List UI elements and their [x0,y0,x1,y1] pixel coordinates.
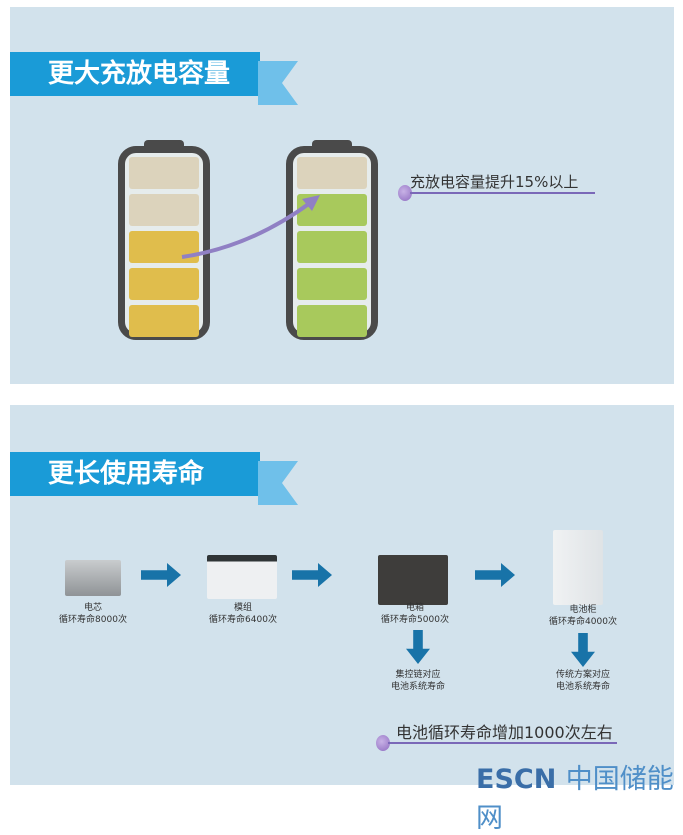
section-banner: 更大充放电容量 [10,52,260,96]
note-underline [410,192,595,194]
battery-box-image [378,555,448,605]
battery-cabinet-image [553,530,603,605]
outcome-centralized: 集控链对应电池系统寿命 [390,670,445,692]
arrow-down-icon [571,633,595,667]
increase-arrow-icon [181,195,320,259]
arrow-right-icon [141,563,181,587]
item-module: 模组循环寿命6400次 [209,603,277,625]
item-cabinet: 电池柜循环寿命4000次 [549,605,617,627]
outcome-traditional: 传统方案对应电池系统寿命 [555,670,610,692]
bullet-dot-icon [398,185,412,201]
capacity-note: 充放电容量提升15%以上 [410,173,579,191]
arrow-right-icon [475,563,515,587]
section-banner: 更长使用寿命 [10,452,260,496]
escn-logo: ESCN 中国储能网 [476,764,674,834]
battery-after [286,140,378,340]
item-cell: 电芯循环寿命8000次 [59,603,127,625]
note-underline [388,742,617,744]
cell-image [65,560,121,596]
module-image [207,555,277,599]
item-box: 电箱循环寿命5000次 [381,603,449,625]
capacity-panel: 更大充放电容量 充放电容量提升15%以上 [10,7,674,384]
arrow-right-icon [292,563,332,587]
arrow-down-icon [406,630,430,664]
lifespan-note: 电池循环寿命增加1000次左右 [396,723,613,742]
lifespan-panel: 更长使用寿命 电芯循环寿命8000次 模组循环寿命6400次 电箱循环寿命500… [10,405,674,785]
bullet-dot-icon [376,735,390,751]
battery-before [118,140,210,340]
banner-ribbon-tail [258,461,298,505]
